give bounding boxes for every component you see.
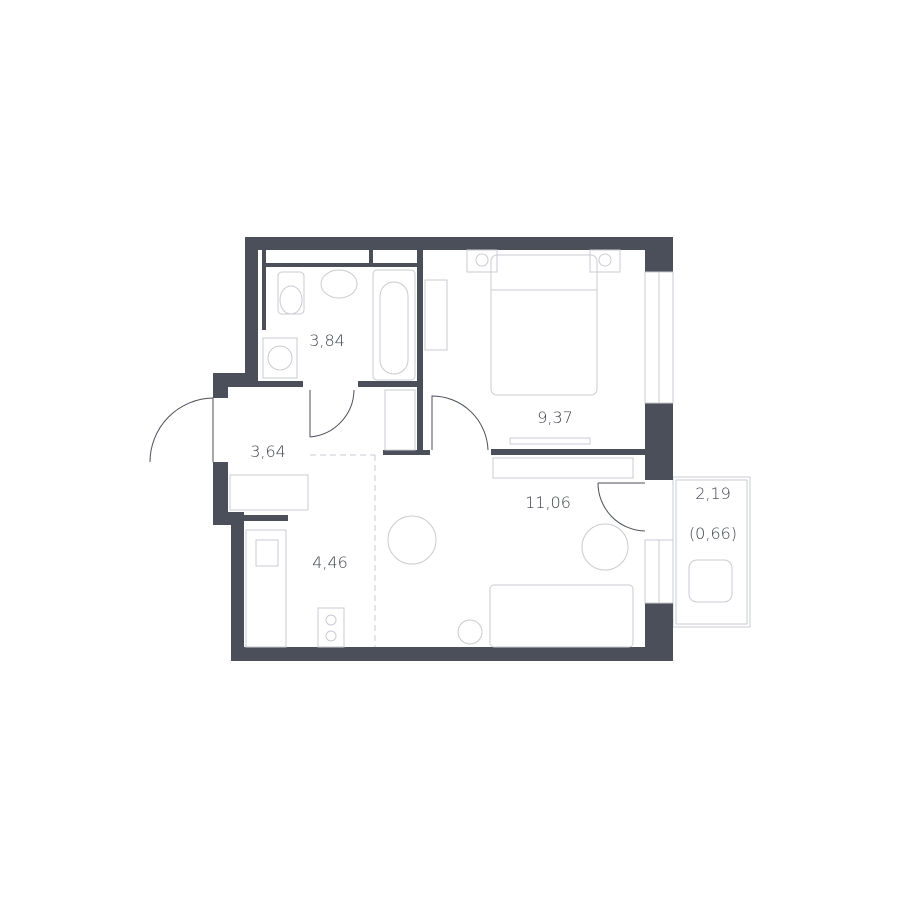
exterior-walls <box>213 237 673 661</box>
kitchen-area-label: 4,46 <box>312 553 348 572</box>
bedroom-area-label: 9,37 <box>537 408 573 427</box>
doors <box>149 389 646 647</box>
balcony-reduced-area-label: (0,66) <box>689 524 737 543</box>
bathroom-area-label: 3,84 <box>309 331 345 350</box>
living-room-area-label: 11,06 <box>525 493 571 512</box>
hallway-area-label: 3,64 <box>250 442 286 461</box>
windows <box>644 271 674 604</box>
interior-walls <box>244 250 645 521</box>
furniture <box>229 249 733 648</box>
balcony-area-label: 2,19 <box>695 484 731 503</box>
